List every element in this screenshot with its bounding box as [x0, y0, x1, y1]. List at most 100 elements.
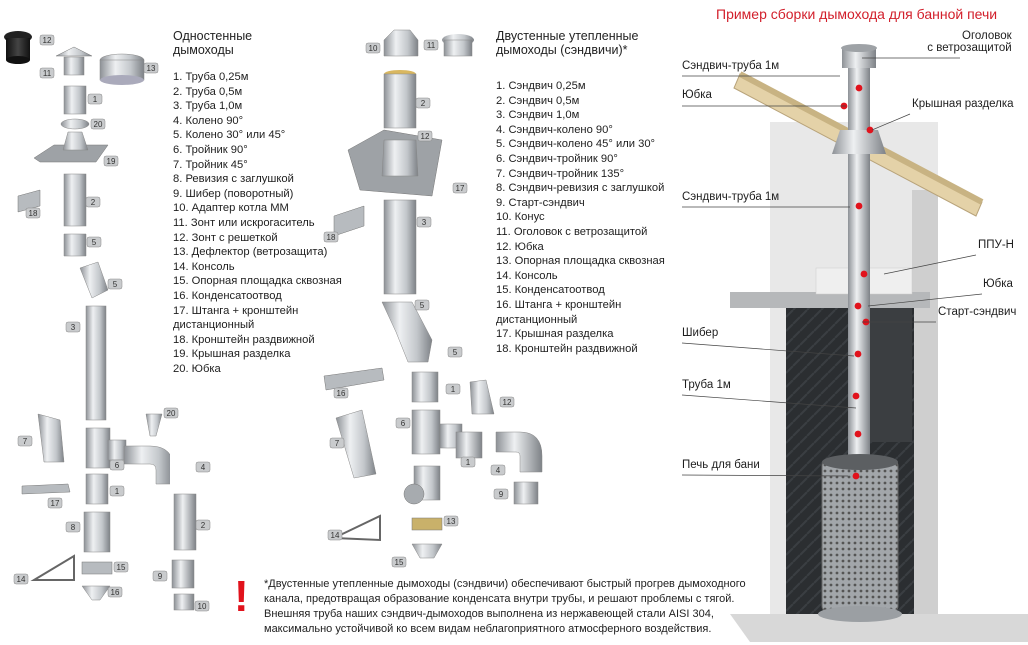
marker-dot: [860, 270, 868, 278]
svg-text:12: 12: [421, 132, 430, 141]
svg-text:6: 6: [401, 419, 406, 428]
svg-text:14: 14: [17, 575, 26, 584]
sandwich-tee-135-part: [335, 409, 377, 479]
legend-item: 7. Тройник 45°: [173, 158, 248, 171]
sandwich-footnote: *Двустенные утепленные дымоходы (сэндвич…: [264, 577, 746, 637]
marker-dot: [854, 302, 862, 310]
ppu-callout: ППУ-Н: [978, 239, 1014, 251]
pipe-callout: Труба 1м: [682, 379, 731, 391]
skirt-part: [469, 379, 495, 415]
svg-text:20: 20: [94, 120, 103, 129]
console-part: [30, 554, 75, 581]
boiler-adapter-part: [173, 593, 195, 611]
double-wall-title-line: дымоходы (сэндвичи)*: [496, 43, 628, 57]
leader-line: [871, 113, 911, 131]
condensate-drain-part: [81, 585, 111, 601]
ceiling-slab: [730, 292, 930, 308]
single-wall-title: Одностенные дымоходы: [173, 29, 252, 57]
part-number-tag: 12: [39, 34, 55, 46]
part-number-tag: 1: [109, 485, 125, 497]
sandwich-mid-callout: Сэндвич-труба 1м: [682, 191, 780, 203]
part-number-tag: 5: [414, 299, 430, 311]
svg-text:7: 7: [335, 439, 340, 448]
assembly-markers: [840, 84, 874, 480]
svg-text:2: 2: [91, 198, 96, 207]
start-sandwich-callout: Старт-сэндвич: [938, 306, 1017, 318]
double-wall-parts-diagram-2: [455, 431, 543, 505]
stove-callout: Печь для бани: [682, 459, 760, 471]
legend-item: 19. Крышная разделка: [173, 348, 291, 361]
part-number-tag: 2: [85, 196, 101, 208]
cap-with-grid-part: [4, 31, 32, 64]
legend-item: 15. Опорная площадка сквозная: [173, 275, 342, 288]
legend-item: 5. Колено 30° или 45°: [173, 129, 286, 142]
part-number-tag: 5: [447, 346, 463, 358]
legend-item: 2. Сэндвич 0,5м: [496, 94, 580, 107]
legend-item: 13. Дефлектор (ветрозащита): [173, 246, 328, 259]
svg-text:5: 5: [113, 280, 118, 289]
svg-text:14: 14: [331, 531, 340, 540]
revision-part: [83, 511, 111, 553]
part-number-tag: 11: [39, 67, 55, 79]
marker-dot: [855, 202, 863, 210]
legend-item: 14. Консоль: [496, 269, 558, 282]
marker-dot: [854, 350, 862, 358]
part-number-tag: 8: [65, 521, 81, 533]
footnote-line: *Двустенные утепленные дымоходы (сэндвич…: [264, 578, 746, 590]
svg-text:13: 13: [147, 64, 156, 73]
legend-item: 16. Штанга + кронштейн: [496, 298, 622, 311]
sandwich-elbow-90-part: [495, 431, 543, 473]
double-wall-parts-diagram: [323, 29, 495, 559]
part-number-tag: 1: [445, 383, 461, 395]
svg-text:1: 1: [115, 487, 120, 496]
part-number-tag: 5: [107, 278, 123, 290]
sauna-stove: [821, 459, 899, 613]
sandwich-025-part: [411, 371, 439, 403]
cone-part: [383, 29, 419, 57]
part-number-tag: 10: [194, 600, 210, 612]
legend-item: 11. Оголовок с ветрозащитой: [496, 225, 648, 238]
legend-item: 16. Конденсатоотвод: [173, 289, 282, 302]
assembly-title: Пример сборки дымохода для банной печи: [716, 6, 998, 22]
svg-text:11: 11: [427, 41, 436, 50]
roof-cut-callout: Крышная разделка: [912, 98, 1014, 110]
chimney-cap-top: [841, 44, 877, 52]
part-number-tag: 12: [417, 130, 433, 142]
legend-item: 7. Сэндвич-тройник 135°: [496, 167, 625, 180]
legend-item: 10. Адаптер котла ММ: [173, 202, 289, 215]
part-number-tag: 20: [163, 407, 179, 419]
sandwich-1m-part: [383, 199, 417, 295]
legend-item: 11. Зонт или искрогаситель: [173, 216, 315, 229]
rod-bracket-part: [323, 367, 385, 391]
svg-text:20: 20: [167, 409, 176, 418]
elbow-part: [63, 233, 87, 257]
single-wall-parts-diagram: [4, 31, 170, 601]
svg-text:18: 18: [29, 209, 38, 218]
legend-item: 2. Труба 0,5м: [173, 85, 243, 98]
svg-text:2: 2: [421, 99, 426, 108]
tee-45-part: [37, 413, 65, 463]
part-number-tag: 18: [323, 231, 339, 243]
part-number-tag: 2: [415, 97, 431, 109]
part-number-tag: 6: [395, 417, 411, 429]
part-number-tag: 20: [90, 118, 106, 130]
svg-text:10: 10: [369, 44, 378, 53]
start-sandwich-part: [513, 481, 539, 505]
roof-cut-cone: [832, 130, 886, 154]
legend-item: 17. Крышная разделка: [496, 328, 614, 341]
bracket-part: [17, 189, 41, 213]
legend-item: 10. Конус: [496, 211, 545, 224]
umbrella-part: [55, 46, 93, 76]
stove-base: [818, 606, 902, 622]
leader-line: [681, 474, 849, 477]
floor: [730, 614, 1028, 642]
marker-dot: [855, 84, 863, 92]
legend-item: 8. Ревизия с заглушкой: [173, 173, 294, 186]
console-part: [333, 514, 381, 542]
marker-dot: [866, 126, 874, 134]
part-number-tag: 9: [493, 488, 509, 500]
legend-item: 9. Старт-сэндвич: [496, 196, 585, 209]
part-number-tag: 4: [490, 464, 506, 476]
